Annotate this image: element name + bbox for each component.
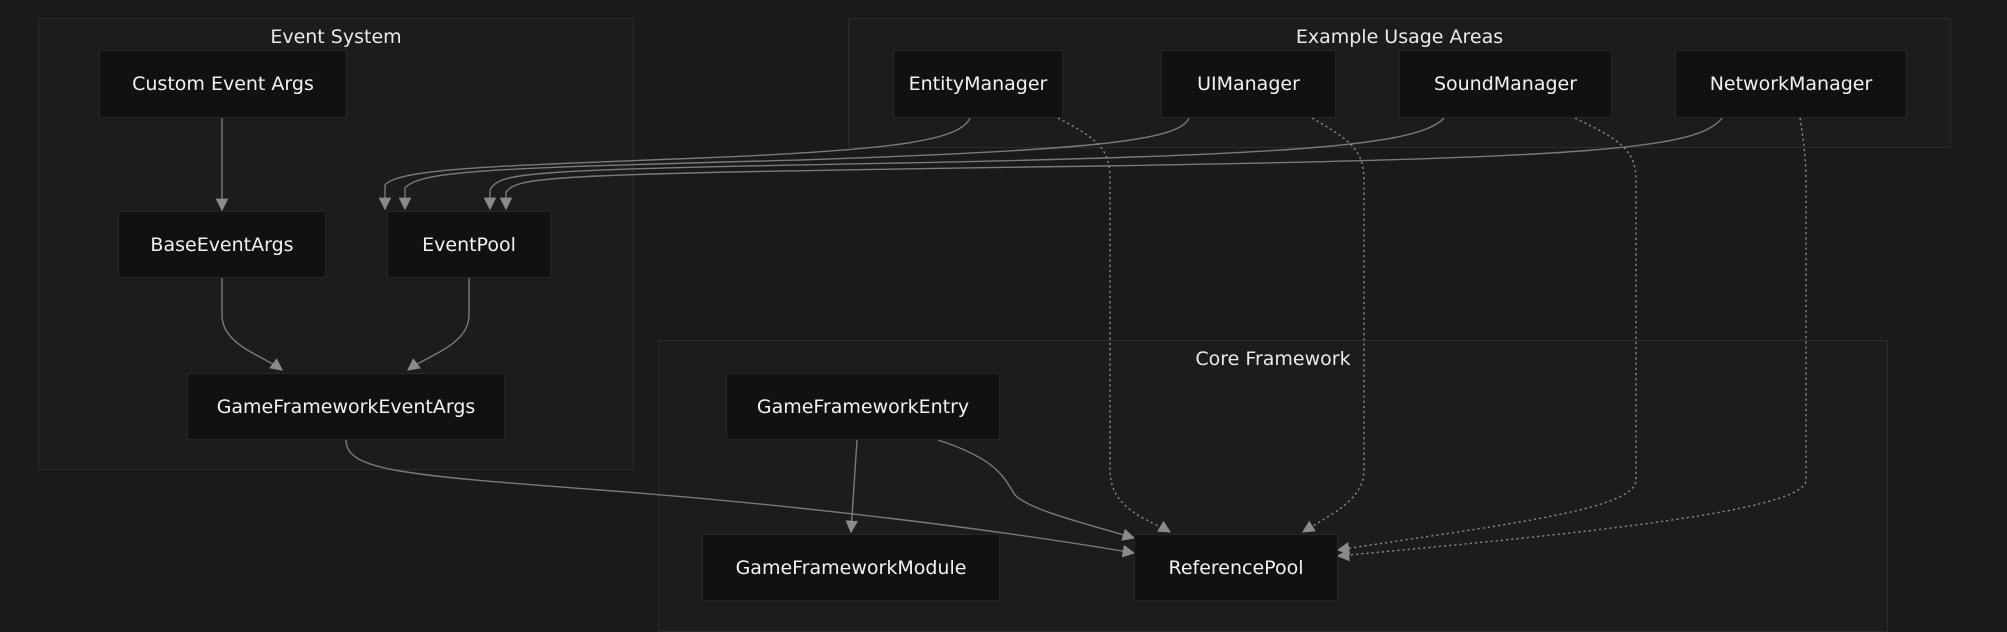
node-entity-manager[interactable]: EntityManager: [893, 50, 1063, 118]
node-sound-manager[interactable]: SoundManager: [1399, 50, 1612, 118]
node-reference-pool[interactable]: ReferencePool: [1134, 534, 1338, 601]
node-game-framework-module[interactable]: GameFrameworkModule: [702, 534, 1000, 601]
cluster-label-event-system: Event System: [270, 26, 402, 48]
node-event-pool[interactable]: EventPool: [387, 211, 551, 278]
node-network-manager[interactable]: NetworkManager: [1675, 50, 1907, 118]
node-base-event-args[interactable]: BaseEventArgs: [118, 211, 326, 278]
node-game-framework-event-args[interactable]: GameFrameworkEventArgs: [187, 373, 505, 440]
cluster-label-core-framework: Core Framework: [1195, 348, 1351, 370]
node-custom-event-args[interactable]: Custom Event Args: [99, 50, 347, 118]
cluster-label-usage-areas: Example Usage Areas: [1295, 26, 1504, 48]
node-game-framework-entry[interactable]: GameFrameworkEntry: [726, 373, 1000, 440]
node-ui-manager[interactable]: UIManager: [1161, 50, 1336, 118]
